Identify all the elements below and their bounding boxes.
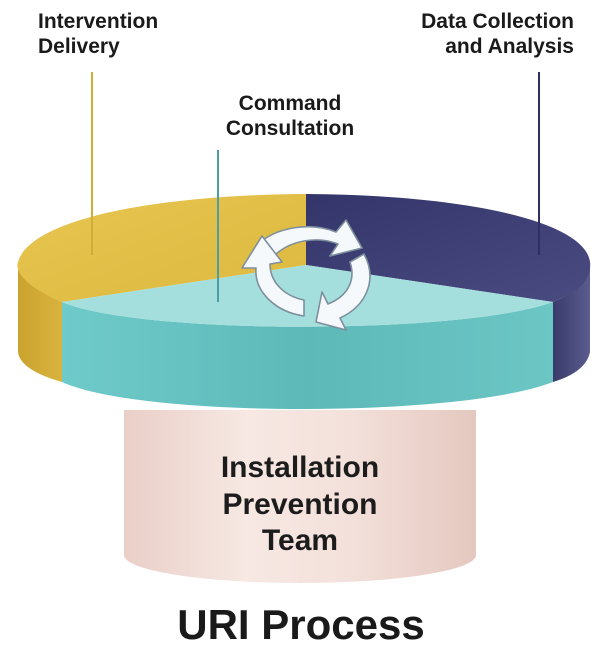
- base-cylinder: [124, 410, 476, 583]
- label-team-line-2: Prevention: [222, 487, 378, 521]
- disc-top: [17, 194, 591, 327]
- diagram-title: URI Process: [177, 601, 425, 648]
- segment-intervention-top: [17, 194, 306, 302]
- leader-lines: [91, 72, 540, 302]
- label-data-collection: Data Collection and Analysis: [421, 10, 574, 60]
- label-data-line-1: Data Collection: [421, 10, 574, 33]
- label-data-line-2: and Analysis: [445, 34, 574, 58]
- label-intervention-line-1: Intervention: [38, 10, 159, 33]
- label-intervention-line-2: Delivery: [38, 34, 120, 58]
- segment-command-top: [62, 265, 553, 327]
- label-command-line-1: Command: [238, 92, 342, 115]
- label-installation-prevention-team: Installation Prevention Team: [160, 450, 440, 560]
- cycle-arrows-icon: [241, 219, 371, 331]
- disc-side: [18, 266, 590, 409]
- label-team-line-1: Installation: [220, 451, 380, 484]
- label-command-consultation: Command Consultation: [200, 92, 380, 142]
- label-command-line-2: Consultation: [225, 116, 355, 140]
- label-intervention-delivery: Intervention Delivery: [38, 10, 158, 60]
- label-team-line-3: Team: [261, 524, 339, 558]
- segment-data-top: [306, 194, 591, 302]
